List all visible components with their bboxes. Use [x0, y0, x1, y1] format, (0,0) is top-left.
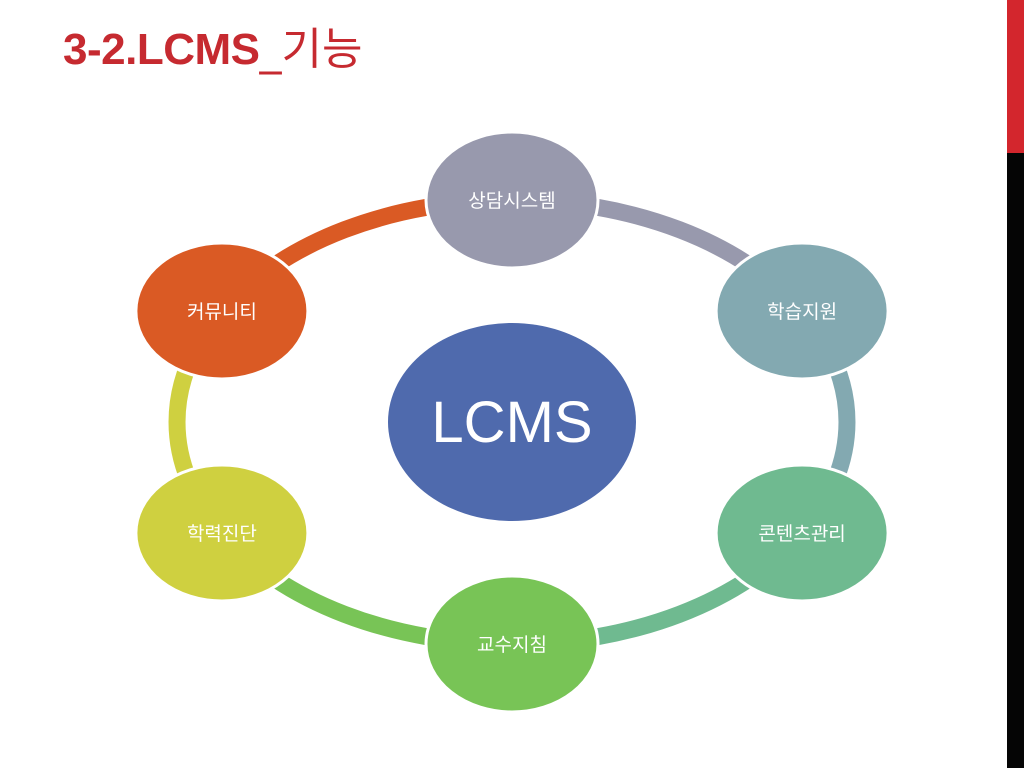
node-label-community: 커뮤니티 [187, 301, 257, 323]
node-ellipse-content [714, 463, 890, 603]
node-label-content: 콘텐츠관리 [758, 523, 845, 545]
node-learning: 학습지원 [714, 241, 890, 381]
node-label-counsel: 상담시스템 [468, 190, 555, 212]
center-node: LCMS [388, 323, 636, 521]
page-title-sub: _기능 [259, 24, 363, 75]
node-ellipse-diagnosis [134, 463, 310, 603]
node-ellipse-professor [424, 574, 600, 714]
node-professor: 교수지침 [424, 574, 600, 714]
node-ellipse-community [134, 241, 310, 381]
node-content: 콘텐츠관리 [714, 463, 890, 603]
node-counsel: 상담시스템 [424, 130, 600, 270]
page-title: 3-2.LCMS_기능 [63, 22, 362, 78]
node-label-learning: 학습지원 [767, 301, 837, 323]
accent-bar-black [1007, 153, 1024, 768]
center-node-ellipse [388, 323, 636, 521]
node-diagnosis: 학력진단 [134, 463, 310, 603]
page-title-main: 3-2.LCMS [63, 25, 260, 74]
node-label-professor: 교수지침 [477, 634, 547, 656]
node-ellipse-counsel [424, 130, 600, 270]
center-node-label: LCMS [431, 390, 592, 455]
node-ellipse-learning [714, 241, 890, 381]
node-label-diagnosis: 학력진단 [187, 523, 257, 545]
node-community: 커뮤니티 [134, 241, 310, 381]
accent-bar-red [1007, 0, 1024, 153]
